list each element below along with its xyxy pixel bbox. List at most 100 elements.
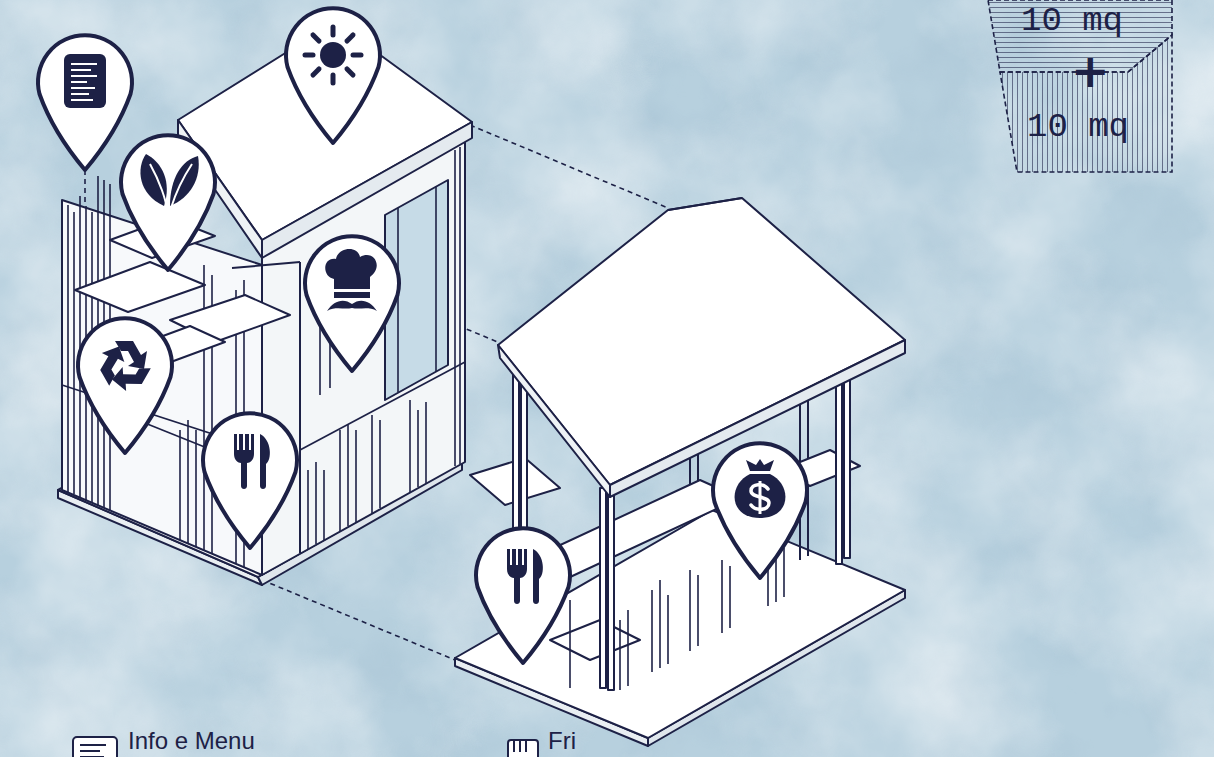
plus-sign: +: [1071, 48, 1110, 94]
solar-pin: [305, 27, 361, 83]
closed-kiosk: [73, 212, 75, 494]
money-pin: [713, 443, 807, 578]
green-pin: [121, 135, 215, 270]
legend-item: Fri: [548, 727, 576, 756]
closed-kiosk: [179, 430, 181, 540]
recycle-pin: [78, 318, 172, 453]
closed-kiosk: [339, 430, 341, 531]
closed-kiosk: [459, 147, 461, 464]
money-pin: [735, 474, 786, 518]
area-hatch: [1000, 35, 1172, 172]
chef-pin: [305, 236, 399, 371]
food-pin: [476, 528, 570, 663]
solar-pin: [313, 35, 319, 41]
info-pin: [71, 75, 97, 77]
closed-kiosk: [409, 400, 411, 492]
legend-item: Info e Menu: [128, 727, 255, 756]
closed-kiosk: [371, 415, 373, 513]
info-pin: [71, 63, 97, 65]
info-pin: [38, 35, 132, 170]
legend-fridge-icon: [508, 740, 538, 757]
recycle-pin: [93, 344, 133, 386]
legend-info-icon: [73, 737, 117, 757]
closed-kiosk: [300, 362, 465, 450]
info-pin: [71, 99, 93, 101]
solar-pin: [320, 42, 346, 68]
open-kiosk: [697, 575, 699, 646]
info-pin: [64, 54, 106, 108]
food-pin: [507, 549, 527, 604]
closed-kiosk: [307, 470, 309, 549]
chef-pin: [334, 292, 370, 298]
solar-pin: [331, 75, 336, 83]
green-pin: [121, 135, 215, 270]
open-kiosk: [689, 570, 691, 651]
info-pin: [71, 64, 97, 100]
open-kiosk: [659, 580, 661, 668]
solar-pin: [347, 69, 353, 75]
chef-pin: [325, 249, 377, 289]
legend-fridge-icon: [525, 740, 527, 752]
legend-fridge-icon: [508, 740, 538, 757]
food-pin: [533, 549, 543, 604]
info-pin: [71, 87, 95, 89]
solar-pin: [313, 69, 319, 75]
closed-kiosk: [299, 262, 301, 553]
area-border: [1000, 35, 1172, 172]
food-pin: [234, 434, 254, 489]
legend-text: Info e Menu: [128, 727, 255, 754]
chef-pin: [327, 301, 377, 311]
money-pin: [713, 443, 807, 578]
open-kiosk: [600, 488, 606, 688]
closed-kiosk: [67, 205, 69, 492]
money-pin: [746, 459, 774, 471]
open-kiosk: [569, 600, 571, 688]
closed-kiosk: [75, 262, 205, 312]
info-pin: [71, 69, 91, 71]
open-kiosk: [619, 620, 621, 690]
legend-fridge-icon: [519, 740, 521, 752]
open-kiosk: [608, 486, 614, 690]
money-pin: [759, 481, 762, 514]
food-pin: [203, 413, 297, 548]
chef-pin: [305, 236, 399, 371]
open-kiosk: [721, 560, 723, 633]
legend-fridge-icon: [513, 740, 515, 752]
projection-lines: [262, 580, 455, 660]
closed-kiosk: [435, 186, 437, 372]
recycle-pin: [93, 341, 151, 396]
closed-kiosk: [454, 150, 456, 466]
recycle-pin: [78, 318, 172, 453]
closed-kiosk: [232, 262, 300, 268]
open-kiosk: [667, 595, 669, 664]
green-pin: [150, 164, 192, 210]
solar-pin: [305, 53, 313, 58]
legend-text: Fri: [548, 727, 576, 754]
area-value: 10 mq: [1027, 110, 1129, 144]
info-pin: [71, 93, 89, 95]
solar-pin: [347, 35, 353, 41]
projection-lines: [470, 125, 668, 208]
legend-info-icon: [80, 756, 104, 757]
legend-info-icon: [73, 737, 117, 757]
closed-kiosk: [379, 420, 381, 508]
closed-kiosk: [347, 425, 349, 526]
green-pin: [140, 154, 166, 206]
open-kiosk: [627, 610, 629, 686]
info-pin: [38, 35, 132, 170]
food-pin: [260, 434, 270, 489]
closed-kiosk: [315, 462, 317, 544]
closed-kiosk: [355, 430, 357, 522]
open-kiosk: [783, 548, 785, 597]
closed-kiosk: [323, 470, 325, 540]
solar-pin: [286, 8, 380, 143]
open-kiosk: [550, 620, 640, 660]
open-kiosk: [498, 345, 610, 497]
open-kiosk: [651, 590, 653, 672]
open-kiosk: [455, 198, 905, 746]
